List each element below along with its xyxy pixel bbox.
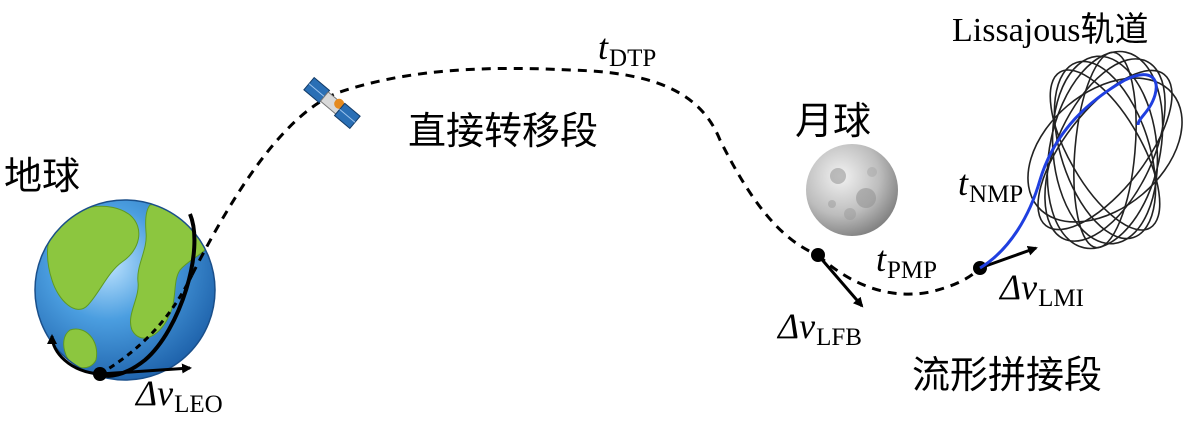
- t-dtp-main: t: [598, 27, 609, 67]
- earth-label: 地球: [4, 154, 81, 198]
- dv-lmi-sub: LMI: [1038, 285, 1084, 312]
- lissajous-orbit: [1027, 50, 1183, 250]
- t-pmp-label: tPMP: [876, 238, 937, 285]
- dv-leo-main: Δv: [136, 373, 174, 413]
- leo-orbit-lower-arc: [47, 334, 101, 376]
- t-dtp-label: tDTP: [598, 26, 656, 73]
- direct-transfer-label: 直接转移段: [408, 109, 599, 153]
- dv-leo-label: ΔvLEO: [136, 372, 223, 419]
- patch-trajectory: [816, 253, 982, 296]
- satellite-icon: [303, 76, 361, 130]
- lissajous-label-text: Lissajous轨道: [952, 12, 1149, 49]
- leo-delta-v-arrow: [99, 363, 192, 376]
- launch-path: [99, 274, 194, 376]
- dv-lmi-label: ΔvLMI: [1000, 266, 1084, 313]
- t-nmp-label: tNMP: [958, 162, 1023, 209]
- moon-label: 月球: [795, 99, 872, 143]
- dv-leo-sub: LEO: [174, 391, 223, 418]
- t-nmp-sub: NMP: [969, 181, 1024, 208]
- earth-icon: [34, 199, 216, 381]
- manifold-patch-label: 流形拼接段: [912, 353, 1103, 397]
- manifold-trajectory: [979, 73, 1158, 270]
- lfb-delta-v-arrow: [816, 254, 864, 308]
- t-pmp-sub: PMP: [887, 257, 938, 284]
- moon-icon: [806, 144, 898, 236]
- lissajous-label: Lissajous轨道: [952, 2, 1148, 51]
- t-pmp-main: t: [876, 239, 887, 279]
- direct-transfer-trajectory: [190, 66, 819, 276]
- leo-orbit-arc: [99, 213, 197, 378]
- dv-lfb-label: ΔvLFB: [778, 305, 862, 352]
- lmi-delta-v-arrow: [979, 245, 1038, 270]
- dv-lfb-main: Δv: [778, 306, 816, 346]
- dv-lfb-sub: LFB: [816, 324, 862, 351]
- t-nmp-main: t: [958, 163, 969, 203]
- dv-lmi-main: Δv: [1000, 267, 1038, 307]
- t-dtp-sub: DTP: [609, 45, 657, 72]
